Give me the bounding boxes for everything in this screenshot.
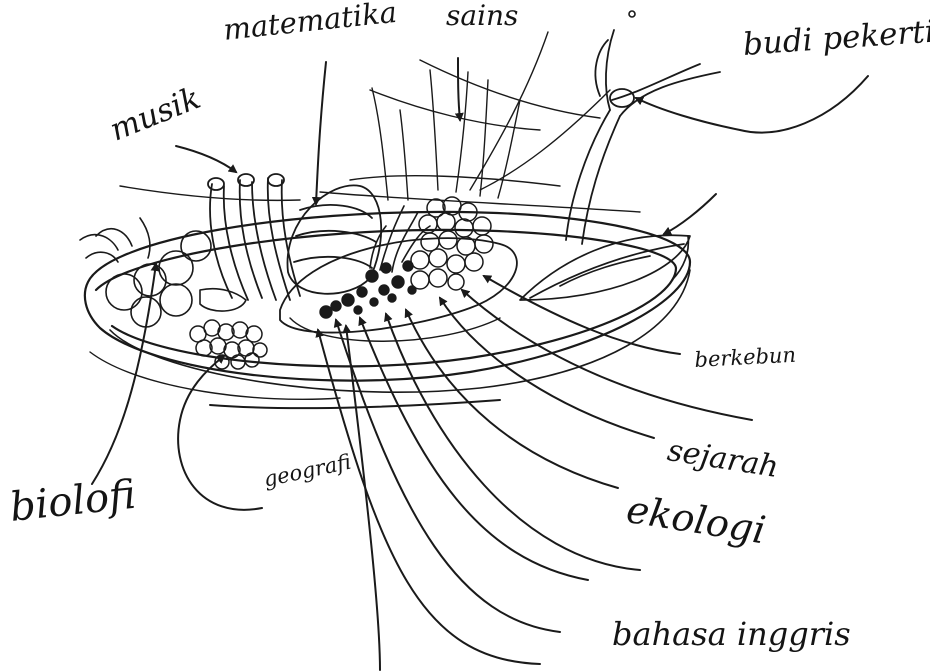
bananas bbox=[208, 174, 300, 300]
platter bbox=[85, 212, 690, 408]
inner-plate bbox=[280, 238, 517, 341]
label-berkebun: berkebun bbox=[694, 345, 797, 371]
tall-stalks bbox=[120, 32, 640, 212]
label-bahasa-inggris: bahasa inggris bbox=[612, 618, 851, 650]
label-sains: sains bbox=[446, 2, 518, 30]
flourish-mark bbox=[629, 11, 635, 17]
berries-center bbox=[320, 261, 416, 318]
